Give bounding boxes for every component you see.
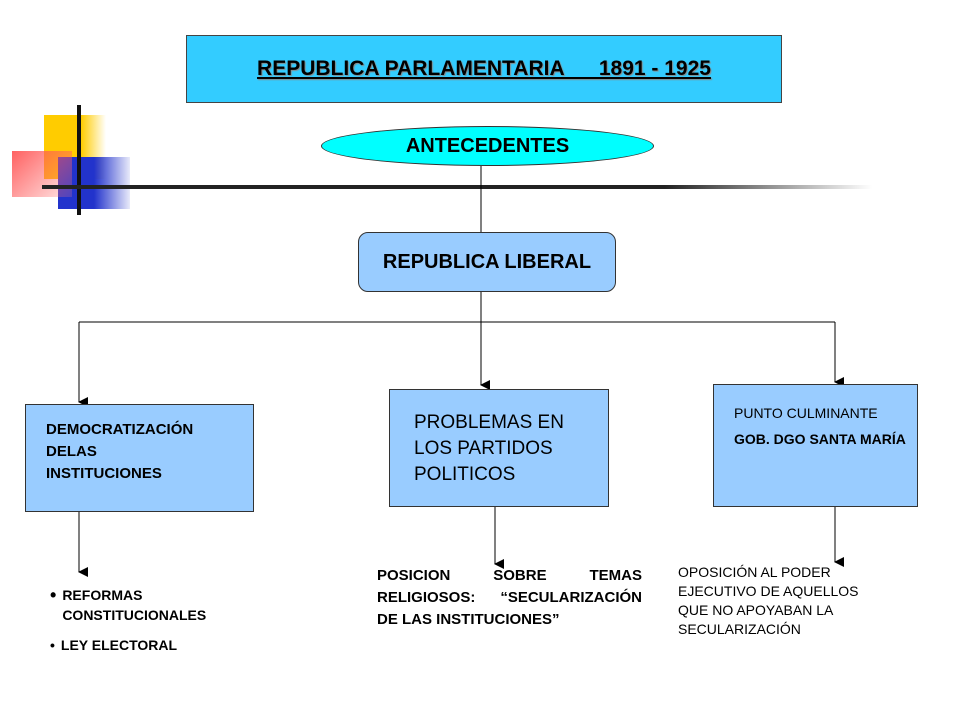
problemas-line: POLITICOS [414, 464, 516, 485]
vertical-bar [77, 105, 81, 215]
problemas-line: PROBLEMAS EN [414, 412, 564, 433]
gobierno-label: GOB. DGO SANTA MARÍA [734, 431, 906, 447]
decorative-squares [0, 95, 140, 215]
democratizacion-line: DELAS [46, 443, 97, 460]
punto-culminante-box: PUNTO CULMINANTE GOB. DGO SANTA MARÍA [713, 384, 918, 507]
democratizacion-box: DEMOCRATIZACIÓN DELAS INSTITUCIONES [25, 404, 254, 512]
problemas-box: PROBLEMAS EN LOS PARTIDOS POLITICOS [389, 389, 609, 507]
bullet-icon: • [50, 585, 57, 605]
democratizacion-line: DEMOCRATIZACIÓN [46, 421, 194, 438]
republica-liberal-box: REPUBLICA LIBERAL [358, 232, 616, 292]
oposicion-note: OPOSICIÓN AL PODER EJECUTIVO DE AQUELLOS… [678, 564, 859, 637]
list-item-text: LEY ELECTORAL [60, 637, 178, 653]
horizontal-rule [42, 185, 872, 189]
page-title: REPUBLICA PARLAMENTARIA 1891 - 1925 [257, 57, 711, 80]
problemas-line: LOS PARTIDOS [414, 438, 553, 459]
list-item: • LEY ELECTORAL [50, 635, 280, 655]
red-square [12, 151, 72, 197]
antecedentes-oval: ANTECEDENTES [321, 126, 654, 166]
title-box: REPUBLICA PARLAMENTARIA 1891 - 1925 [186, 35, 782, 103]
punto-culminante-label: PUNTO CULMINANTE [734, 405, 878, 421]
list-item-text: REFORMAS CONSTITUCIONALES [62, 587, 207, 623]
reformas-list: • REFORMAS CONSTITUCIONALES • LEY ELECTO… [50, 585, 280, 655]
bullet-icon: • [50, 637, 55, 653]
posicion-note: POSICION SOBRE TEMAS RELIGIOSOS: “SECULA… [377, 567, 642, 628]
list-item: • REFORMAS CONSTITUCIONALES [50, 585, 280, 625]
democratizacion-line: INSTITUCIONES [46, 465, 162, 482]
